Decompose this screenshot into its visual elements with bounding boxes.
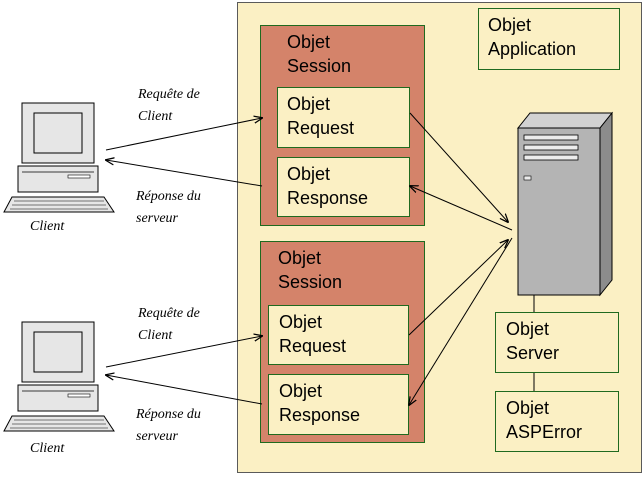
- client-2-request-arrow: [105, 336, 262, 368]
- session-1-response-box: Objet Response: [277, 157, 410, 217]
- request-2-to-server-arrow: [408, 240, 508, 336]
- application-object-box: Objet Application: [478, 8, 620, 70]
- asperror-object-box: Objet ASPError: [495, 391, 619, 452]
- request-1-to-server-arrow: [409, 112, 508, 222]
- client-1-request-arrow: [105, 118, 262, 151]
- session-2-label: Objet Session: [278, 248, 343, 292]
- session-1-label: Objet Session: [287, 32, 352, 76]
- computer-icon: [3, 102, 115, 213]
- client-2-response-arrow: [106, 375, 263, 405]
- session-2-request-label: Objet Request: [279, 312, 347, 356]
- application-object-label: Objet Application: [488, 15, 577, 59]
- session-1-response-label: Objet Response: [287, 164, 369, 208]
- server-object-box: Objet Server: [495, 312, 619, 373]
- client-1-response-text: Réponse du serveur: [136, 189, 201, 226]
- session-1-request-label: Objet Request: [287, 94, 355, 138]
- server-to-response-1-arrow: [410, 186, 513, 231]
- client-1-request-text: Requête de Client: [138, 87, 200, 124]
- client-2-label: Client: [30, 441, 65, 456]
- computer-icon: [3, 321, 115, 432]
- client-1-response-arrow: [106, 160, 263, 187]
- client-2-response-text: Réponse du serveur: [136, 407, 201, 444]
- session-2-response-label: Objet Response: [279, 381, 361, 425]
- server-to-response-2-arrow: [409, 237, 513, 405]
- server-object-label: Objet Server: [506, 319, 560, 363]
- client-1-label: Client: [30, 219, 65, 234]
- server-icon: [516, 111, 614, 297]
- client-2-request-text: Requête de Client: [138, 306, 200, 343]
- asperror-object-label: Objet ASPError: [506, 398, 583, 442]
- session-1-request-box: Objet Request: [277, 87, 410, 148]
- session-2-request-box: Objet Request: [268, 305, 409, 365]
- session-2-response-box: Objet Response: [268, 374, 409, 435]
